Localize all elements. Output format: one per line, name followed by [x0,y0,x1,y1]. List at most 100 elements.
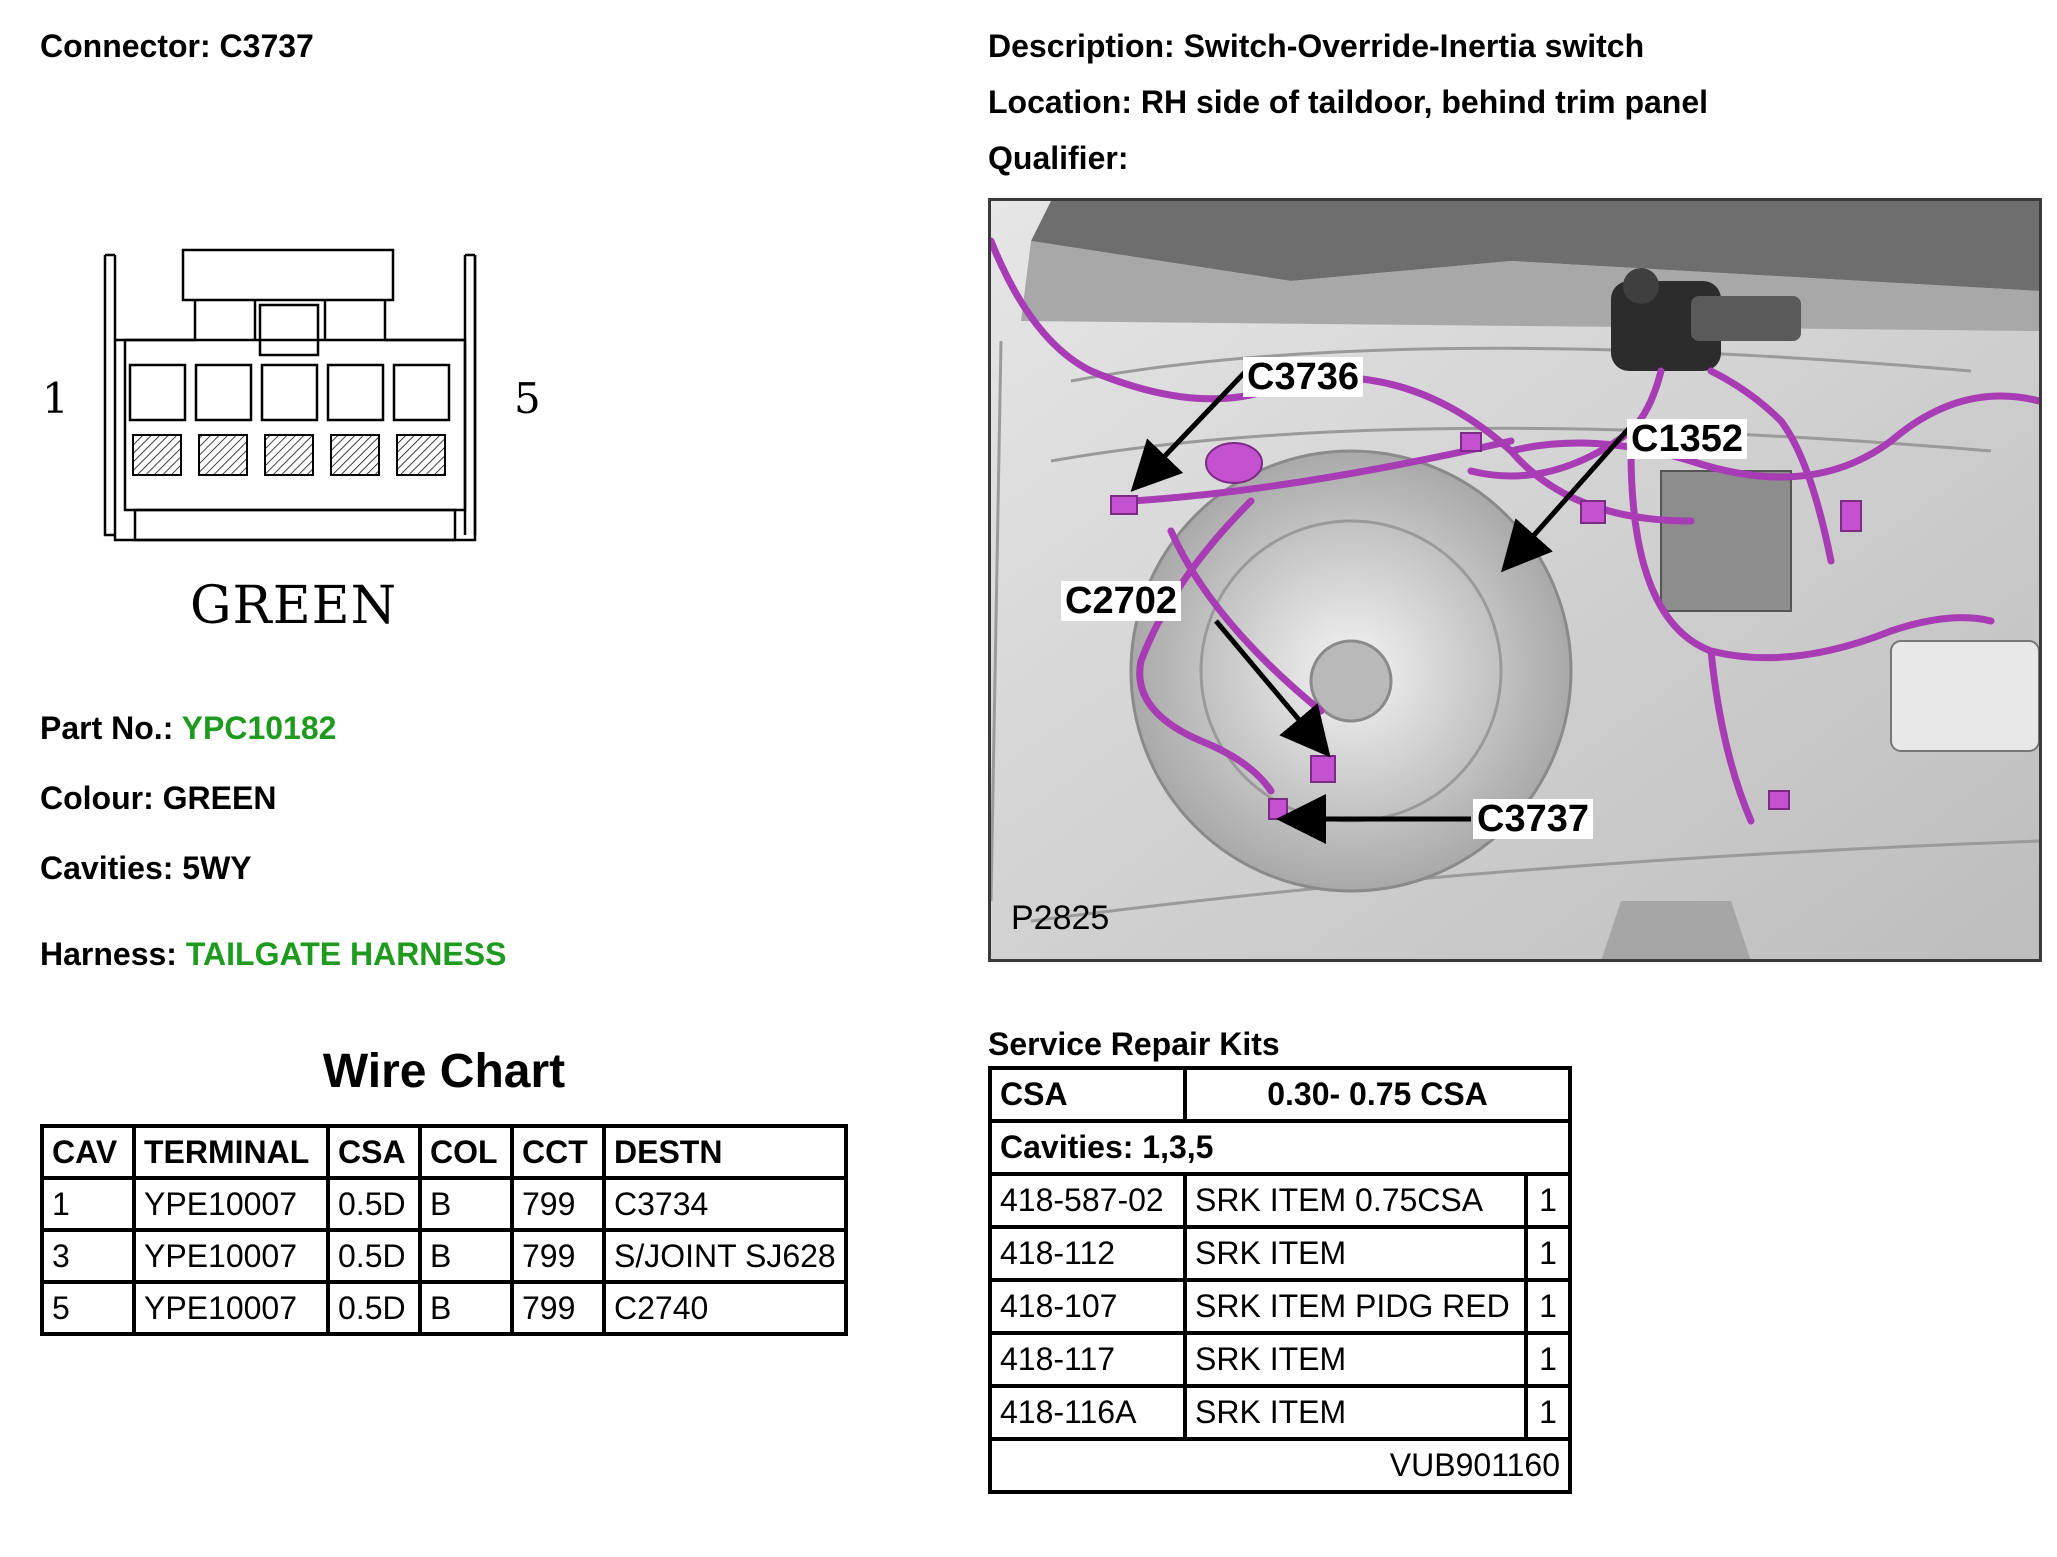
location-value: RH side of taildoor, behind trim panel [1140,84,1709,120]
cell-col: B [418,1228,514,1284]
description-label: Description: [988,28,1175,64]
srk-item-name: SRK ITEM 0.75CSA [1183,1172,1528,1229]
cavities-value: 5WY [182,850,252,886]
photo-image-id: P2825 [1011,899,1110,937]
pin-1-number: 1 [42,374,69,423]
table-row: 418-117 SRK ITEM 1 [988,1331,1572,1388]
cell-terminal: YPE10007 [132,1280,330,1336]
location-label: Location: [988,84,1132,120]
header-col: COL [418,1124,514,1180]
srk-item-name: SRK ITEM [1183,1331,1528,1388]
cell-csa: 0.5D [326,1176,422,1232]
callout-c2702: C2702 [1061,581,1181,621]
srk-item-qty: 1 [1524,1172,1572,1229]
srk-footer-row: VUB901160 [988,1437,1572,1494]
cell-cct: 799 [510,1176,606,1232]
cell-cct: 799 [510,1280,606,1336]
cell-terminal: YPE10007 [132,1176,330,1232]
srk-csa-row: CSA 0.30- 0.75 CSA [988,1066,1572,1123]
cell-col: B [418,1176,514,1232]
table-row: 1 YPE10007 0.5D B 799 C3734 [40,1176,848,1232]
module-box [1660,470,1792,612]
pin-5-number: 5 [514,374,541,423]
description-line: Description: Switch-Override-Inertia swi… [988,30,1644,62]
callout-arrows [1130,369,1633,844]
cavity-4 [326,363,385,422]
wire-chart-header-row: CAV TERMINAL CSA COL CCT DESTN [40,1124,848,1180]
cell-terminal: YPE10007 [132,1228,330,1284]
connector-latch [181,248,395,302]
cell-cav: 1 [40,1176,136,1232]
location-line: Location: RH side of taildoor, behind tr… [988,86,1708,118]
cavity-5 [392,363,451,422]
table-row: 418-587-02 SRK ITEM 0.75CSA 1 [988,1172,1572,1229]
cell-csa: 0.5D [326,1280,422,1336]
srk-item-qty: 1 [1524,1384,1572,1441]
cell-col: B [418,1280,514,1336]
location-photo: C3736 C1352 C2702 C3737 P2825 [988,198,2042,962]
srk-part-no: 418-112 [988,1225,1187,1282]
cavity-3-seal [264,434,314,476]
header-terminal: TERMINAL [132,1124,330,1180]
cell-destn: C2740 [602,1280,848,1336]
srk-part-no: 418-116A [988,1384,1187,1441]
srk-part-no: 418-117 [988,1331,1187,1388]
connector-colour-text: GREEN [190,576,398,636]
cavity-4-seal [330,434,380,476]
callout-c1352: C1352 [1627,419,1747,459]
cell-cav: 5 [40,1280,136,1336]
connector-label: Connector: [40,28,211,64]
callout-c3737: C3737 [1473,799,1593,839]
qualifier-label: Qualifier: [988,140,1129,176]
srk-item-qty: 1 [1524,1331,1572,1388]
srk-cavities: Cavities: 1,3,5 [988,1119,1572,1176]
colour-value: GREEN [162,780,277,816]
callout-c3736: C3736 [1243,357,1363,397]
cavities-line: Cavities: 5WY [40,852,252,884]
table-row: 5 YPE10007 0.5D B 799 C2740 [40,1280,848,1336]
srk-table: CSA 0.30- 0.75 CSA Cavities: 1,3,5 418-5… [988,1066,1572,1494]
wire-chart-table: CAV TERMINAL CSA COL CCT DESTN 1 YPE1000… [40,1124,848,1336]
srk-footer-code: VUB901160 [988,1437,1572,1494]
part-no-value: YPC10182 [181,710,337,746]
cell-cct: 799 [510,1228,606,1284]
colour-label: Colour: [40,780,154,816]
wire-chart-title: Wire Chart [322,1045,566,1098]
harness-value: TAILGATE HARNESS [185,936,507,972]
connector-line: Connector: C3737 [40,30,314,62]
harness-line: Harness: TAILGATE HARNESS [40,938,506,970]
cell-csa: 0.5D [326,1228,422,1284]
table-row: 3 YPE10007 0.5D B 799 S/JOINT SJ628 [40,1228,848,1284]
harness-connectors [1110,432,1862,820]
cavity-1 [128,363,187,422]
header-destn: DESTN [602,1124,848,1180]
srk-item-qty: 1 [1524,1278,1572,1335]
table-row: 418-116A SRK ITEM 1 [988,1384,1572,1441]
cavity-2-seal [198,434,248,476]
srk-csa-value: 0.30- 0.75 CSA [1183,1066,1572,1123]
cell-cav: 3 [40,1228,136,1284]
cavity-3 [260,363,319,422]
cavity-5-seal [396,434,446,476]
colour-line: Colour: GREEN [40,782,276,814]
srk-item-name: SRK ITEM PIDG RED [1183,1278,1528,1335]
wiper-motor [1611,268,1801,371]
srk-item-qty: 1 [1524,1225,1572,1282]
part-no-line: Part No.: YPC10182 [40,712,336,744]
harness-label: Harness: [40,936,177,972]
table-row: 418-107 SRK ITEM PIDG RED 1 [988,1278,1572,1335]
part-no-label: Part No.: [40,710,174,746]
cell-destn: S/JOINT SJ628 [602,1228,848,1284]
connector-face-diagram [103,248,477,542]
srk-title: Service Repair Kits [988,1026,1280,1062]
table-row: 418-112 SRK ITEM 1 [988,1225,1572,1282]
srk-item-name: SRK ITEM [1183,1225,1528,1282]
srk-csa-label: CSA [988,1066,1187,1123]
cavity-1-seal [132,434,182,476]
qualifier-line: Qualifier: [988,142,1128,174]
connector-value: C3737 [219,28,314,64]
cell-destn: C3734 [602,1176,848,1232]
description-value: Switch-Override-Inertia switch [1183,28,1645,64]
header-cct: CCT [510,1124,606,1180]
cavities-label: Cavities: [40,850,174,886]
